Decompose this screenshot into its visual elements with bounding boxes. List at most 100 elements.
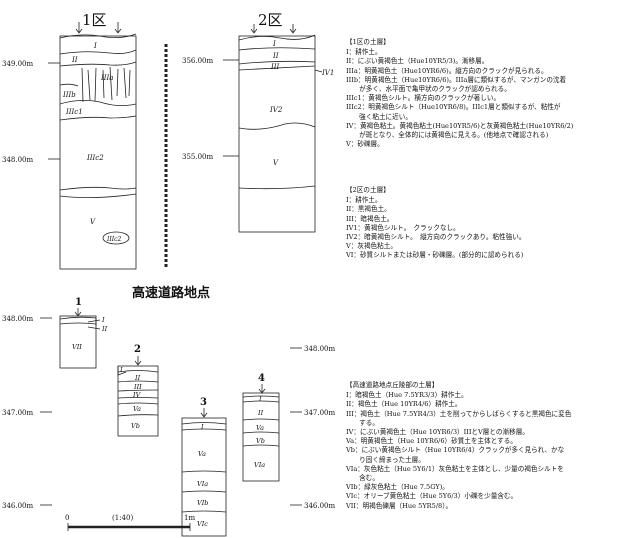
area2-column-outline xyxy=(238,35,316,233)
hw-elev-right-1: 348.00m xyxy=(304,345,335,353)
hw-elev-right-2: 347.00m xyxy=(304,409,335,417)
hw-col1-number: 1 xyxy=(75,297,82,308)
legend-area2-line: IV2：暗黄褐色シルト。 縦方向のクラックあり。粘性強い。 xyxy=(346,233,526,242)
hw-col2-number: 2 xyxy=(134,344,141,355)
legend-area2-line: II：黒褐色土。 xyxy=(346,205,391,214)
area2-layer-IV2: IV2 xyxy=(269,106,283,114)
legend-area1-line: II：にぶい黄褐色土（Hue10YR5/3)。漸移層。 xyxy=(346,57,489,66)
area1-lens xyxy=(102,231,130,245)
highway-title: 高速道路地点 xyxy=(132,285,210,301)
legend-highway-line: III：褐色土（Hue 7.5YR4/3）土を削ってからしばらくすると黒褐色に変… xyxy=(346,409,572,418)
hw-column-3 xyxy=(181,417,227,537)
area2-layer-V: V xyxy=(273,159,279,167)
legend-area1-line: が斑となり、全体的には黄褐色に見える。(他地点で確認される) xyxy=(346,131,549,140)
legend-highway-line: 含む。 xyxy=(346,474,379,483)
area1-layer-IIIb: IIIb xyxy=(62,91,76,99)
hw4-layer-Vb: Vb xyxy=(256,437,265,445)
area1-title: 1区 xyxy=(82,11,107,29)
area2-layer-II: II xyxy=(272,52,279,60)
area1-layer-I: I xyxy=(93,42,97,50)
legend-highway-line: り固く締まった土層。 xyxy=(346,455,425,464)
scale-ratio-label: (1:40) xyxy=(112,514,133,522)
legend-highway-line: VIb：緑灰色粘土（Hue 7.5GY)。 xyxy=(346,483,449,492)
legend-highway-line: I：暗褐色土（Hue 7.5YR3/3）耕作土。 xyxy=(346,391,468,400)
legend-highway-heading: 【高速道路地点丘陵部の土層】 xyxy=(346,381,439,389)
hw1-layer-VII: VII xyxy=(72,343,82,351)
area1-layer-IIIa: IIIa xyxy=(100,74,113,82)
area1-column xyxy=(59,33,137,270)
hw-col4-number: 4 xyxy=(258,373,265,384)
area2-column xyxy=(238,34,316,233)
area2-layer-I: I xyxy=(272,40,276,48)
legend-area1-line: IIIc2：明黄褐色シルト（Hue10YR6/8)。IIIc1層と類似するが、粘… xyxy=(346,103,561,112)
hw3-layer-VIc: VIc xyxy=(197,520,208,528)
legend-highway-line: VII：明褐色礫層（Hue 5YR5/8）。 xyxy=(346,501,453,510)
hw-elev-left-2: 347.00m xyxy=(2,409,33,417)
hw2-layer-Va: Va xyxy=(133,405,141,413)
hw4-layer-VIa: VIa xyxy=(254,461,265,469)
area1-layer-V: V xyxy=(90,218,96,226)
hw4-layer-II: II xyxy=(257,409,264,417)
area1-column-outline xyxy=(59,35,137,270)
area2-elev-2: 355.00m xyxy=(182,153,213,161)
legend-highway: 【高速道路地点丘陵部の土層】 I：暗褐色土（Hue 7.5YR3/3）耕作土。 … xyxy=(346,381,630,511)
legend-area2-line: V：灰褐色粘土。 xyxy=(346,242,397,251)
hw2-layer-II: II xyxy=(134,374,141,382)
hw3-layer-VIa: VIa xyxy=(197,480,208,488)
legend-area1-line: V：砂礫層。 xyxy=(346,140,384,149)
legend-area1-heading: 【1区の土層】 xyxy=(346,38,390,46)
hw1-layer-I: I xyxy=(101,316,105,324)
hw4-layer-I: I xyxy=(258,395,262,403)
legend-highway-line: II：褐色土（Hue 10YR4/6）耕作土。 xyxy=(346,400,462,409)
hw3-layer-Va: Va xyxy=(198,450,206,458)
area1-elev-2: 348.00m xyxy=(2,156,33,164)
legend-area2-heading: 【2区の土層】 xyxy=(346,186,390,194)
legend-area1-line: IIIa：明黄褐色土（Hue10YR6/6)。縦方向のクラックが見られる。 xyxy=(346,66,548,75)
hw2-layer-IV: IV xyxy=(132,391,142,399)
area1-elev-1: 349.00m xyxy=(2,60,33,68)
hw-column-2 xyxy=(117,365,159,437)
scale-max-label: 1m xyxy=(184,514,195,522)
hw4-layer-Va: Va xyxy=(256,424,264,432)
legend-area2-line: III：暗褐色土。 xyxy=(346,214,394,223)
hw-col3-number: 3 xyxy=(200,397,207,408)
hw3-layer-VIb: VIb xyxy=(197,499,208,507)
hw3-layer-I: I xyxy=(200,423,204,431)
legend-area2-line: I：耕作土。 xyxy=(346,196,382,205)
hw2-layer-III: III xyxy=(133,383,142,391)
legend-area2-line: VI：砂質シルトまたは砂層・砂礫層。(部分的に認められる) xyxy=(346,251,524,260)
legend-area1-line: 強く粘土に近い。 xyxy=(346,112,412,121)
hw-elev-left-1: 348.00m xyxy=(2,315,33,323)
area2-title: 2区 xyxy=(258,11,283,29)
legend-area1-line: IV：黄褐色粘土。黄褐色粘土(Hue10YR5/6)と灰黄褐色粘土(Hue10Y… xyxy=(346,121,574,130)
area1-layer-IIIc2: IIIc2 xyxy=(86,154,104,162)
scale-zero-label: 0 xyxy=(65,514,69,522)
area2-elev-1: 356.00m xyxy=(182,57,213,65)
hw2-layer-I: I xyxy=(119,366,123,374)
legend-highway-line: する。 xyxy=(346,418,379,427)
scale-bar xyxy=(67,523,191,531)
legend-highway-line: VIc：オリーブ黄色粘土（Hue 5Y6/3）小礫を少量含む。 xyxy=(346,492,518,501)
legend-highway-line: IV：にぶい黄褐色土（Hue 10YR6/3）IIIとV層との漸移層。 xyxy=(346,428,529,437)
legend-area1-line: が多く、水平面で亀甲状のクラックが認められる。 xyxy=(346,85,511,94)
hw2-layer-Vb: Vb xyxy=(131,422,140,430)
legend-highway-line: VIa：灰色粘土（Hue 5Y6/1）灰色粘土を主体とし、少量の褐色シルトを xyxy=(346,464,564,473)
hw-column-4 xyxy=(242,392,280,482)
legend-area1-line: IIIb：明黄褐色土（Hue10YR6/6)。IIIa層に類似するが、マンガンの… xyxy=(346,75,567,84)
hw-column-1 xyxy=(59,315,101,369)
legend-area1-line: I：耕作土。 xyxy=(346,48,382,57)
legend-highway-line: Vb：にぶい黄褐色シルト（Hue 10YR6/4）クラックが多く見られ、かな xyxy=(346,446,565,455)
hw-elev-right-3: 346.00m xyxy=(304,502,335,510)
area1-layer-II: II xyxy=(71,56,78,64)
hw-elev-left-3: 346.00m xyxy=(2,502,33,510)
area1-layer-IIIc2-lens: IIIc2 xyxy=(106,236,121,243)
legend-area1: 【1区の土層】 I：耕作土。 II：にぶい黄褐色土（Hue10YR5/3)。漸移… xyxy=(346,38,630,149)
legend-area2-line: IV1：黄褐色シルト。 クラックなし。 xyxy=(346,223,460,232)
legend-highway-line: Va：明黄褐色土（Hue 10YR6/6）砂質土を主体とする。 xyxy=(346,437,517,446)
legend-area2: 【2区の土層】 I：耕作土。 II：黒褐色土。 III：暗褐色土。 IV1：黄褐… xyxy=(346,186,630,261)
area2-layer-IV1: IV1 xyxy=(321,69,334,77)
area1-layer-IIIc1: IIIc1 xyxy=(65,108,83,116)
hw1-layer-II: II xyxy=(101,325,108,333)
area2-layer-III: III xyxy=(270,63,280,71)
